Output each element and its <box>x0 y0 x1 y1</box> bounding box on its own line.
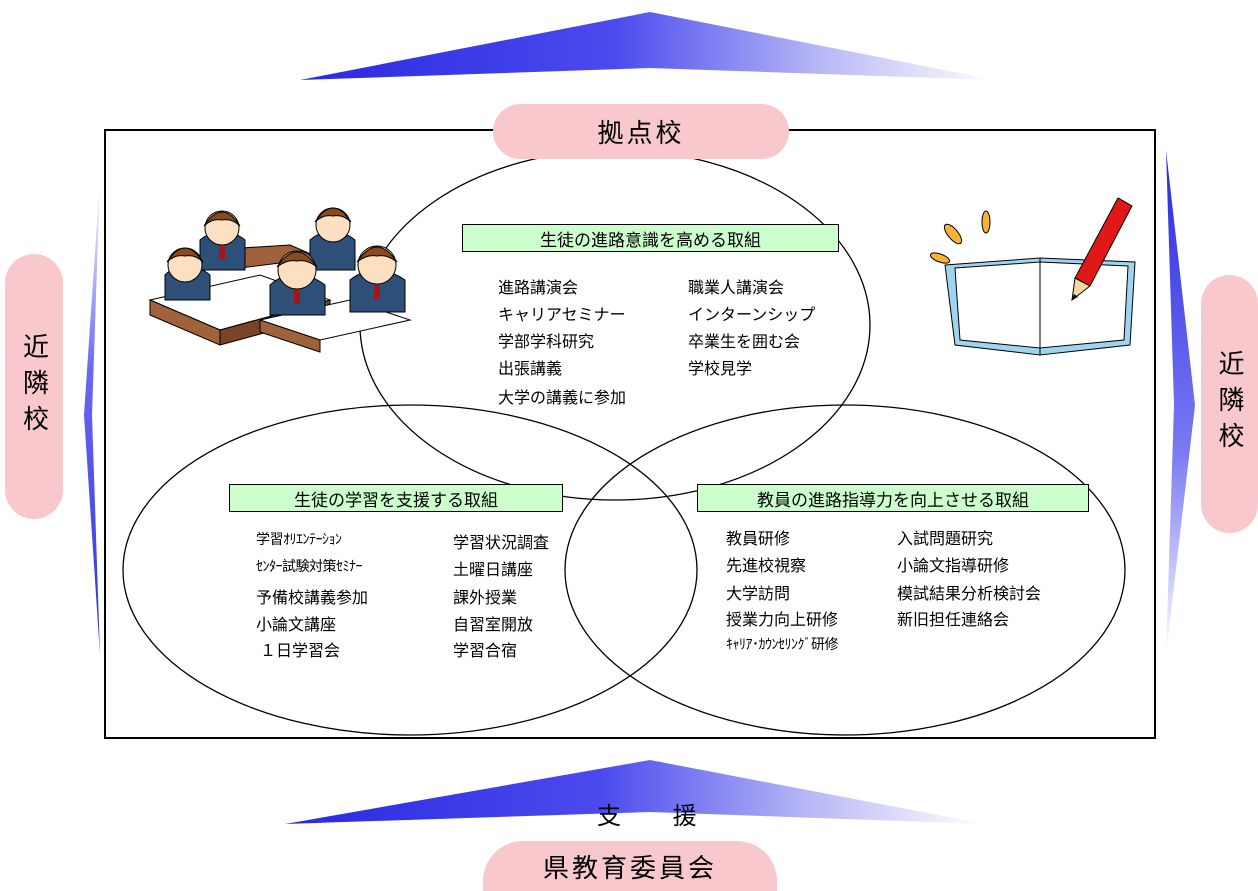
list-item: 小論文講座 <box>256 615 337 634</box>
section-header-teacher-guidance: 教員の進路指導力を向上させる取組 <box>697 484 1089 512</box>
list-item: 予備校講義参加 <box>256 588 369 607</box>
right-label: 近隣校 <box>1214 350 1244 458</box>
top-arrow <box>300 12 995 80</box>
list-item: 職業人講演会 <box>688 278 785 297</box>
ellipse-teacher-guidance <box>564 404 1126 736</box>
bottom-label: 県教育委員会 <box>542 853 717 884</box>
list-item: ｾﾝﾀｰ試験対策ｾﾐﾅｰ <box>256 559 363 575</box>
support-label: 支 援 <box>597 802 719 830</box>
section-header-learning-support: 生徒の学習を支援する取組 <box>229 484 563 512</box>
left-arrow <box>84 178 100 655</box>
top-label: 拠点校 <box>597 119 685 149</box>
list-item: 大学の講義に参加 <box>498 388 627 407</box>
section-header-career-awareness: 生徒の進路意識を高める取組 <box>462 224 839 252</box>
left-label-pill: 近隣校 <box>5 254 63 519</box>
notebook-illustration <box>930 197 1136 356</box>
list-item: 小論文指導研修 <box>897 556 1010 575</box>
list-item: インターンシップ <box>688 305 816 324</box>
list-item: 進路講演会 <box>498 278 579 297</box>
right-label-pill: 近隣校 <box>1201 275 1258 533</box>
bottom-label-pill: 県教育委員会 <box>483 841 777 891</box>
ellipse-career-awareness <box>359 149 871 501</box>
list-item: 入試問題研究 <box>897 529 994 548</box>
students-illustration <box>148 207 412 353</box>
list-item: 課外授業 <box>453 588 518 607</box>
right-arrow <box>1166 150 1195 655</box>
list-item: 自習室開放 <box>453 615 534 634</box>
list-item: ｷｬﾘｱ･ｶｳﾝｾﾘﾝｸﾞ研修 <box>726 637 839 653</box>
list-item: キャリアセミナー <box>498 305 626 324</box>
list-item: 土曜日講座 <box>453 560 534 579</box>
list-item: 学習状況調査 <box>453 533 550 552</box>
list-item: 学校見学 <box>688 359 753 378</box>
list-item: 模試結果分析検討会 <box>897 584 1042 603</box>
left-label: 近隣校 <box>18 332 49 441</box>
bottom-arrow <box>285 760 985 824</box>
list-item: 卒業生を囲む会 <box>688 332 801 351</box>
list-item: 新旧担任連絡会 <box>897 610 1010 629</box>
top-label-pill: 拠点校 <box>493 104 789 159</box>
list-item: 授業力向上研修 <box>726 610 839 629</box>
list-item: 出張講義 <box>498 359 563 378</box>
list-item: 教員研修 <box>726 529 791 548</box>
ellipse-learning-support <box>122 404 698 736</box>
list-item: 先進校視察 <box>726 556 807 575</box>
list-item: 学部学科研究 <box>498 332 595 351</box>
list-item: １日学習会 <box>260 641 341 660</box>
list-item: 学習ｵﾘｴﾝﾃｰｼｮﾝ <box>256 532 342 548</box>
list-item: 大学訪問 <box>726 584 791 603</box>
list-item: 学習合宿 <box>453 641 518 660</box>
